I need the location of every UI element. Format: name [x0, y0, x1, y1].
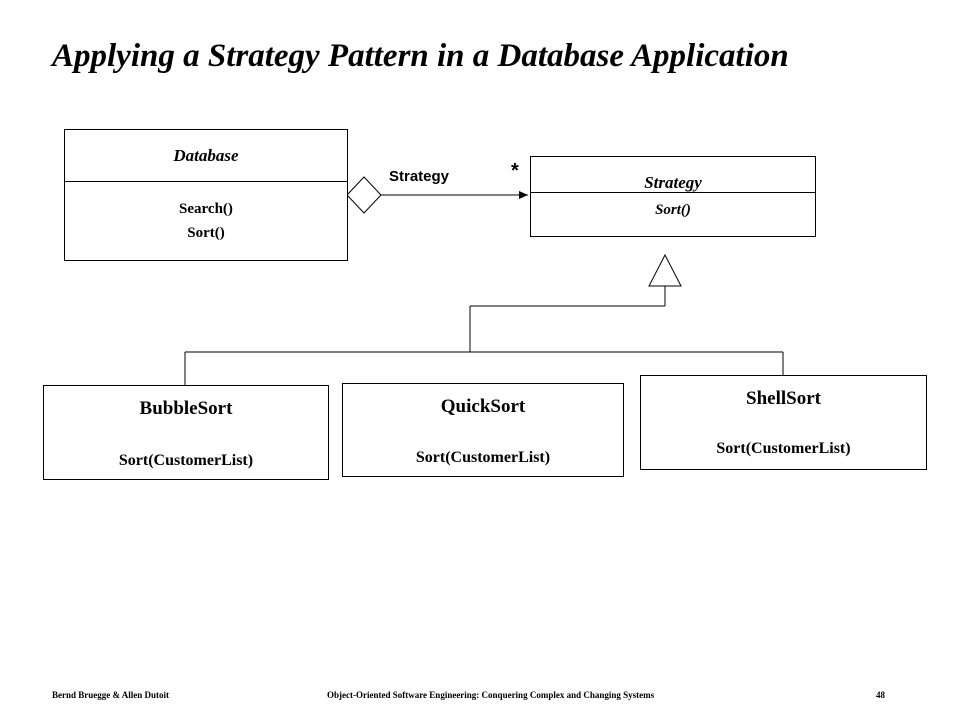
inheritance-triangle	[648, 253, 682, 287]
shellsort-class-name: ShellSort	[746, 388, 821, 409]
quicksort-class-name: QuickSort	[440, 396, 526, 417]
strategy-class-name: Strategy	[644, 173, 702, 192]
footer-book-title: Object-Oriented Software Engineering: Co…	[327, 690, 655, 700]
database-class-divider	[65, 181, 347, 182]
quicksort-class: QuickSort Sort(CustomerList)	[342, 383, 624, 477]
shellsort-operation-sort: Sort(CustomerList)	[716, 440, 851, 457]
database-operation-search: Search()	[179, 201, 233, 217]
bubblesort-class-name: BubbleSort	[139, 398, 233, 419]
shellsort-class: ShellSort Sort(CustomerList)	[640, 375, 927, 470]
strategy-class-divider	[531, 192, 815, 193]
strategy-operation-sort: Sort()	[655, 202, 691, 218]
footer-page-number: 48	[876, 690, 885, 700]
aggregation-diamond	[346, 176, 382, 214]
association-multiplicity: *	[511, 160, 519, 182]
slide-title: Applying a Strategy Pattern in a Databas…	[52, 38, 789, 74]
association-arrowhead	[519, 191, 528, 199]
bubblesort-class: BubbleSort Sort(CustomerList)	[43, 385, 329, 480]
database-operation-sort: Sort()	[187, 225, 225, 241]
association-role-label: Strategy	[389, 168, 450, 185]
footer-authors: Bernd Bruegge & Allen Dutoit	[52, 690, 169, 700]
database-class-name: Database	[173, 146, 239, 165]
database-class: Database Search() Sort()	[64, 129, 348, 261]
bubblesort-operation-sort: Sort(CustomerList)	[118, 452, 254, 469]
strategy-class: Strategy Sort()	[530, 156, 816, 237]
quicksort-operation-sort: Sort(CustomerList)	[415, 449, 551, 466]
